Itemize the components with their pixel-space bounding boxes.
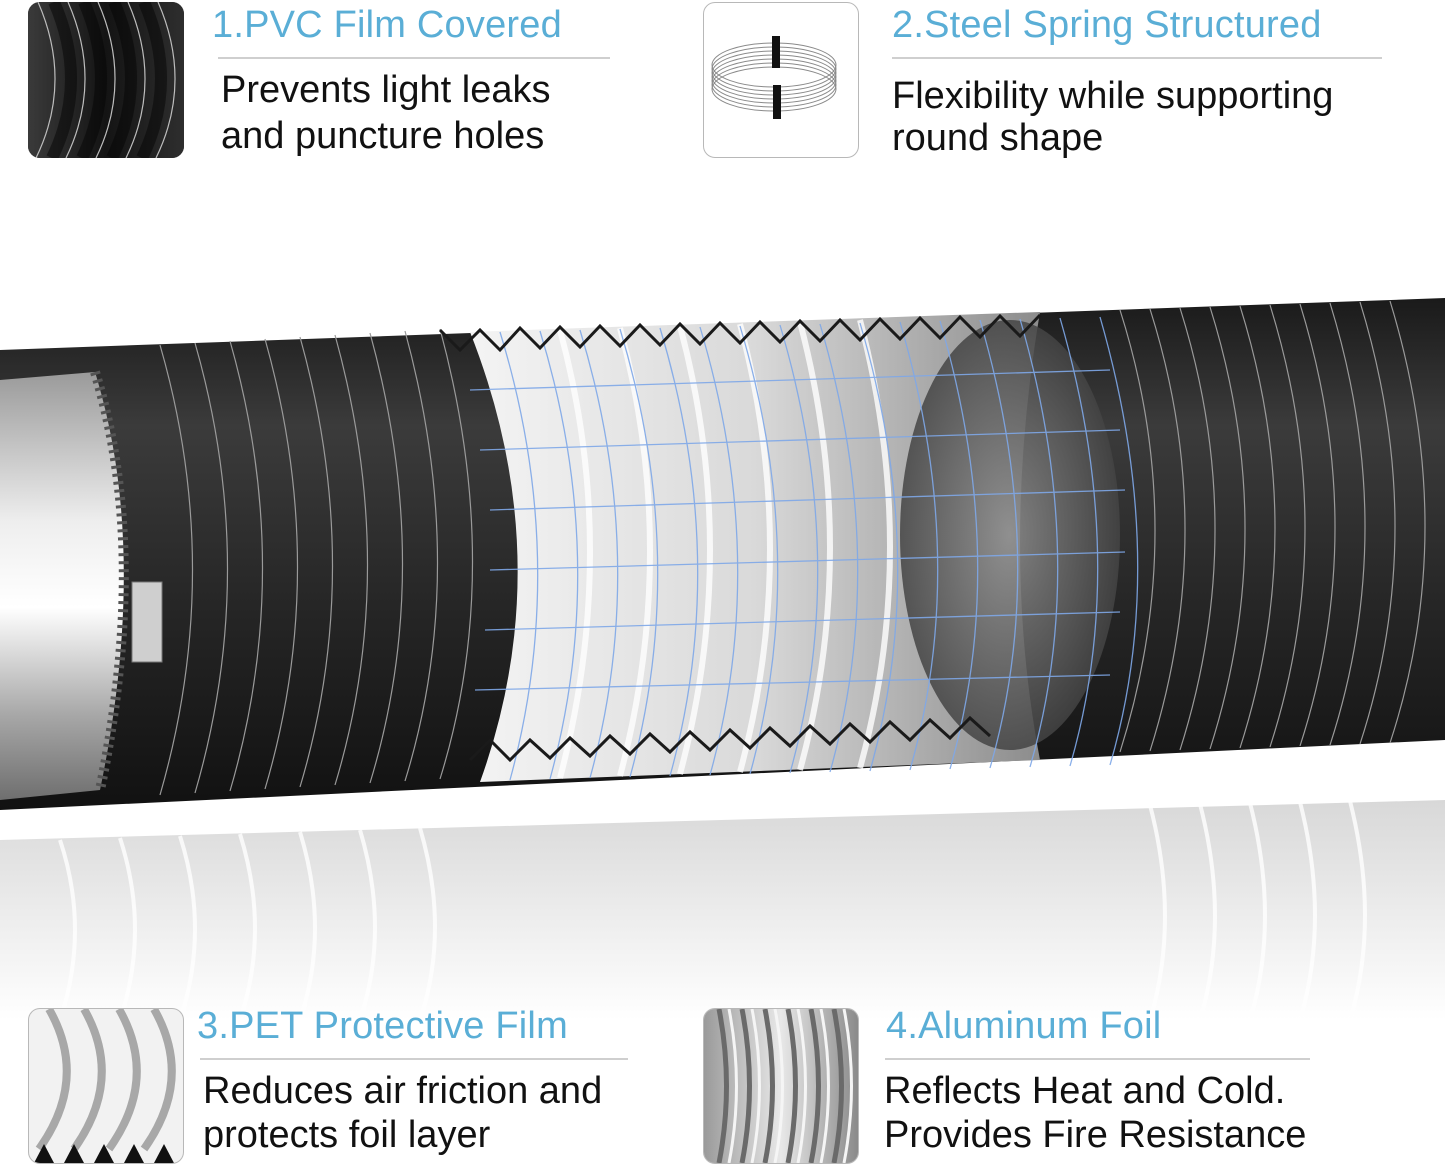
duct-cutaway-illustration	[0, 290, 1445, 810]
feature-description-line-1: Reflects Heat and Cold.	[884, 1070, 1286, 1112]
divider	[892, 57, 1382, 59]
feature-description-line-1: Flexibility while supporting	[892, 75, 1334, 117]
feature-description-line-2: and puncture holes	[221, 115, 545, 157]
feature-title: 1.PVC Film Covered	[212, 4, 562, 46]
divider	[218, 57, 610, 59]
feature-description-line-2: Provides Fire Resistance	[884, 1114, 1307, 1156]
pvc-film-icon	[28, 2, 184, 158]
feature-title: 2.Steel Spring Structured	[892, 4, 1322, 46]
steel-spring-icon	[703, 2, 859, 158]
divider	[200, 1058, 628, 1060]
feature-title: 4.Aluminum Foil	[886, 1005, 1162, 1047]
feature-description-line-1: Reduces air friction and	[203, 1070, 603, 1112]
feature-title: 3.PET Protective Film	[197, 1005, 568, 1047]
aluminum-foil-icon	[703, 1008, 859, 1164]
duct-reflection	[0, 800, 1445, 1021]
insulated-duct-cutaway-icon	[0, 298, 1445, 810]
feature-description-line-2: round shape	[892, 117, 1104, 159]
feature-description-line-1: Prevents light leaks	[221, 69, 551, 111]
pet-film-icon	[28, 1008, 184, 1164]
feature-description-line-2: protects foil layer	[203, 1114, 491, 1156]
divider	[885, 1058, 1310, 1060]
